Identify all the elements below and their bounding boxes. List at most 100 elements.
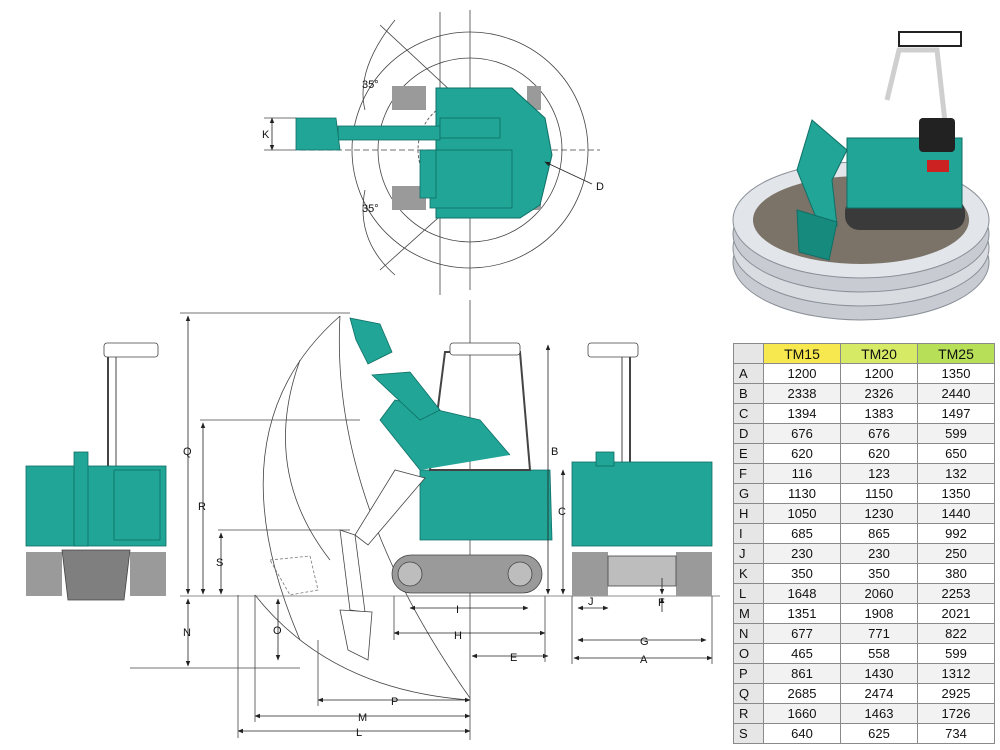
- label-I: I: [456, 604, 459, 616]
- row-label: D: [733, 423, 764, 444]
- label-H: H: [454, 630, 462, 642]
- table-cell: 599: [917, 423, 995, 444]
- top-bucket: [295, 117, 341, 151]
- table-cell: 2060: [840, 583, 918, 604]
- rear-canopy-top: [587, 342, 639, 358]
- front-view: [25, 342, 167, 601]
- label-S: S: [216, 557, 223, 569]
- row-label: F: [733, 463, 764, 484]
- table-cell: 350: [763, 563, 841, 584]
- model-header-tm25: TM25: [917, 343, 995, 364]
- row-label: Q: [733, 683, 764, 704]
- front-track-right: [130, 552, 166, 596]
- table-cell: 1430: [840, 663, 918, 684]
- table-cell: 1726: [917, 703, 995, 724]
- table-cell: 865: [840, 523, 918, 544]
- table-cell: 599: [917, 643, 995, 664]
- label-Q: Q: [183, 446, 192, 458]
- model-header-tm15: TM15: [763, 343, 841, 364]
- label-N: N: [183, 627, 191, 639]
- table-cell: 230: [763, 543, 841, 564]
- label-K: K: [262, 129, 270, 141]
- front-track-left: [26, 552, 62, 596]
- table-cell: 1312: [917, 663, 995, 684]
- side-arm-lowered: [354, 469, 426, 546]
- row-label: P: [733, 663, 764, 684]
- top-cab: [429, 149, 513, 209]
- table-cell: 2925: [917, 683, 995, 704]
- table-cell: 1908: [840, 603, 918, 624]
- label-A: A: [640, 654, 648, 666]
- table-cell: 132: [917, 463, 995, 484]
- table-cell: 1050: [763, 503, 841, 524]
- label-D: D: [596, 181, 604, 193]
- table-cell: 1130: [763, 483, 841, 504]
- row-label: K: [733, 563, 764, 584]
- spec-table-header-row: TM15 TM20 TM25: [733, 343, 995, 364]
- table-cell: 1351: [763, 603, 841, 624]
- row-label: B: [733, 383, 764, 404]
- row-label: G: [733, 483, 764, 504]
- side-boom: [379, 399, 511, 471]
- side-track: [391, 554, 543, 594]
- top-track-left: [392, 86, 426, 110]
- table-cell: 650: [917, 443, 995, 464]
- table-cell: 1660: [763, 703, 841, 724]
- row-label: M: [733, 603, 764, 624]
- table-cell: 620: [763, 443, 841, 464]
- table-cell: 1200: [840, 363, 918, 384]
- rear-track-left: [572, 552, 608, 596]
- row-label: S: [733, 723, 764, 744]
- table-cell: 2338: [763, 383, 841, 404]
- table-cell: 685: [763, 523, 841, 544]
- table-cell: 2474: [840, 683, 918, 704]
- row-label: I: [733, 523, 764, 544]
- table-cell: 380: [917, 563, 995, 584]
- rear-view: [571, 342, 713, 664]
- spec-table-corner: [733, 343, 764, 364]
- table-cell: 350: [840, 563, 918, 584]
- side-bucket-lowered: [339, 609, 373, 661]
- table-cell: 1200: [763, 363, 841, 384]
- table-cell: 2440: [917, 383, 995, 404]
- label-angle-lower: 35°: [362, 203, 379, 215]
- side-canopy-roof: [449, 342, 521, 356]
- row-label: E: [733, 443, 764, 464]
- top-track-left-b: [527, 86, 541, 110]
- front-blade: [61, 549, 131, 601]
- table-cell: 1150: [840, 483, 918, 504]
- label-R: R: [198, 501, 206, 513]
- table-cell: 1350: [917, 483, 995, 504]
- table-cell: 861: [763, 663, 841, 684]
- table-cell: 676: [763, 423, 841, 444]
- table-cell: 620: [840, 443, 918, 464]
- label-G: G: [640, 636, 649, 648]
- table-cell: 676: [840, 423, 918, 444]
- row-label: A: [733, 363, 764, 384]
- label-J: J: [588, 596, 594, 608]
- label-O: O: [273, 625, 282, 637]
- label-E: E: [510, 652, 517, 664]
- table-cell: 677: [763, 623, 841, 644]
- row-label: C: [733, 403, 764, 424]
- table-cell: 771: [840, 623, 918, 644]
- table-cell: 2685: [763, 683, 841, 704]
- label-L: L: [356, 727, 362, 739]
- table-cell: 1497: [917, 403, 995, 424]
- table-cell: 123: [840, 463, 918, 484]
- table-cell: 1350: [917, 363, 995, 384]
- table-cell: 822: [917, 623, 995, 644]
